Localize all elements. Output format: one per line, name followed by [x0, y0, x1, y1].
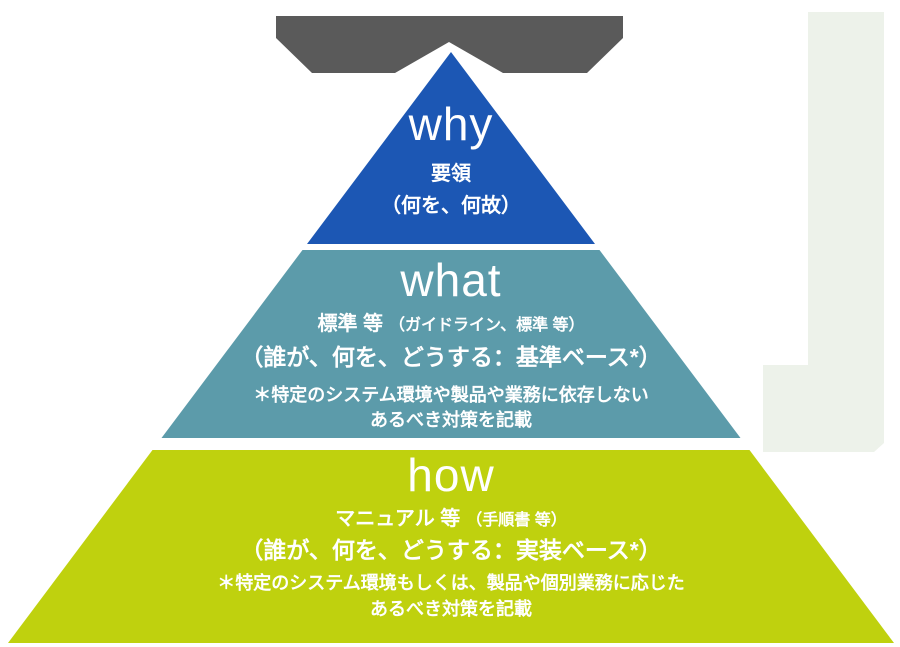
- what-label: 標準 等 （ガイドライン、標準 等）: [317, 313, 584, 336]
- what-label-paren: （ガイドライン、標準 等）: [389, 317, 585, 334]
- what-label-main: 標準 等: [317, 313, 384, 335]
- how-layer-shape: [8, 450, 894, 643]
- what-layer-shape: [161, 250, 741, 438]
- how-line2: （誰が、何を、どうする：実装ベース*）: [240, 537, 662, 563]
- what-note2: あるべき対策を記載: [370, 410, 532, 430]
- what-line2: （誰が、何を、どうする：基準ベース*）: [240, 344, 662, 370]
- why-line2: （何を、何故）: [381, 195, 521, 217]
- how-label-main: マニュアル 等: [335, 508, 461, 530]
- how-note2: あるべき対策を記載: [370, 599, 532, 619]
- how-label: マニュアル 等 （手順書 等）: [335, 508, 566, 531]
- how-note1: ＊特定のシステム環境もしくは、製品や個別業務に応じた: [217, 573, 685, 593]
- banner-shape: [276, 16, 623, 73]
- why-line1: 要領: [431, 163, 471, 185]
- how-label-paren: （手順書 等）: [466, 512, 567, 529]
- right-sidebar-shape: [763, 12, 884, 452]
- how-title: how: [407, 449, 495, 501]
- why-layer-shape: [307, 52, 595, 244]
- what-note1: ＊特定のシステム環境や製品や業務に依存しない: [253, 385, 649, 405]
- why-title: why: [408, 98, 494, 150]
- what-title: what: [400, 254, 502, 306]
